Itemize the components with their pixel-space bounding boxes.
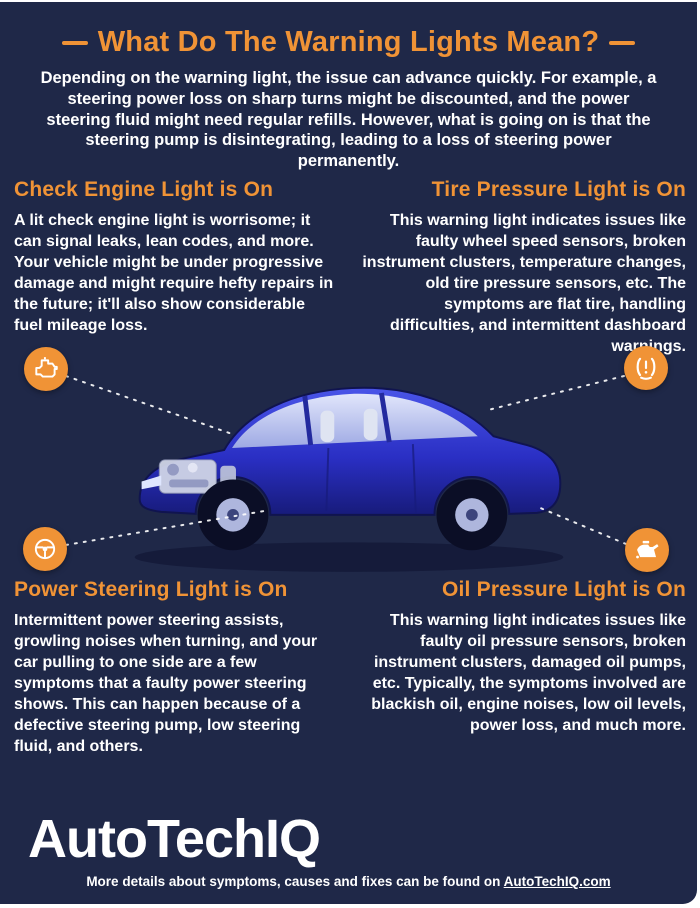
section-body-oil-pressure: This warning light indicates issues like… [371, 612, 686, 734]
title-row: What Do The Warning Lights Mean? [0, 26, 697, 59]
section-heading-power-steering: Power Steering Light is On [14, 578, 288, 601]
check-engine-icon [24, 347, 68, 391]
footer-link[interactable]: AutoTechIQ.com [503, 874, 611, 889]
section-heading-check-engine: Check Engine Light is On [14, 178, 274, 201]
logo-part-auto: Auto [28, 809, 148, 869]
section-oil-pressure: Oil Pressure Light is On This warning li… [356, 578, 686, 737]
section-heading-oil-pressure: Oil Pressure Light is On [441, 578, 686, 601]
footer-text: More details about symptoms, causes and … [86, 874, 504, 889]
footer-note: More details about symptoms, causes and … [0, 874, 697, 889]
section-check-engine: Check Engine Light is On A lit check eng… [14, 178, 336, 337]
oil-pressure-icon [625, 528, 669, 572]
power-steering-icon [23, 527, 67, 571]
tire-pressure-icon [624, 346, 668, 390]
section-tire-pressure: Tire Pressure Light is On This warning l… [356, 178, 686, 358]
section-heading-tire-pressure: Tire Pressure Light is On [431, 178, 686, 201]
logo-part-iq: IQ [264, 809, 321, 869]
title-rule-right [609, 40, 636, 45]
autotechiq-logo: AutoTechIQ [28, 808, 321, 870]
section-body-power-steering: Intermittent power steering assists, gro… [14, 612, 318, 755]
section-power-steering: Power Steering Light is On Intermittent … [14, 578, 336, 758]
intro-paragraph: Depending on the warning light, the issu… [40, 69, 657, 171]
page-title: What Do The Warning Lights Mean? [97, 26, 600, 58]
title-rule-left [61, 40, 88, 45]
section-body-check-engine: A lit check engine light is worrisome; i… [14, 212, 334, 334]
car-cutaway-illustration [118, 334, 580, 580]
logo-part-tech: Tech [146, 809, 266, 869]
